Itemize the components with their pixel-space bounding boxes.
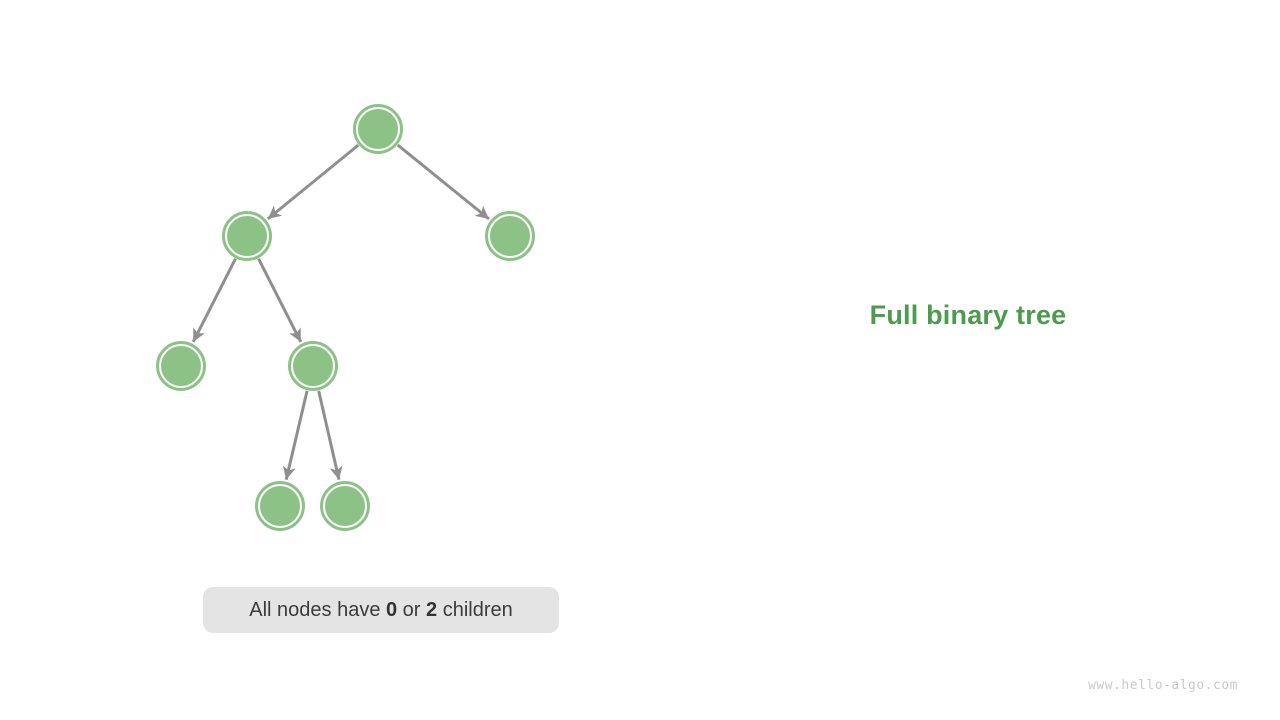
tree-nodes: [156, 104, 535, 531]
tree-edges: [191, 143, 490, 481]
tree-node-left-right: [288, 341, 338, 391]
tree-node-right: [485, 211, 535, 261]
diagram-title: Full binary tree: [869, 300, 1067, 330]
caption-text-part3: children: [437, 598, 513, 621]
tree-node-leaf-left: [255, 481, 305, 531]
tree-edge-left-right-to-leaf-right: [317, 390, 343, 481]
tree-edge-left-right-to-leaf-left: [282, 390, 309, 481]
caption-text-part2: or: [397, 598, 427, 621]
caption-pill: All nodes have 0 or 2 children: [203, 587, 559, 633]
caption-bold-zero: 0: [386, 598, 398, 621]
caption-text-part1: All nodes have: [249, 598, 386, 621]
tree-edge-left-to-left-right: [257, 258, 303, 343]
tree-node-left: [222, 211, 272, 261]
caption-bold-two: 2: [426, 598, 438, 621]
tree-node-left-left: [156, 341, 206, 391]
tree-edge-root-to-right: [396, 143, 490, 221]
tree-edge-left-to-left-left: [191, 258, 237, 343]
tree-node-leaf-right: [320, 481, 370, 531]
tree-node-root: [353, 104, 403, 154]
watermark: www.hello-algo.com: [1088, 678, 1238, 693]
tree-edge-root-to-left: [266, 143, 360, 221]
